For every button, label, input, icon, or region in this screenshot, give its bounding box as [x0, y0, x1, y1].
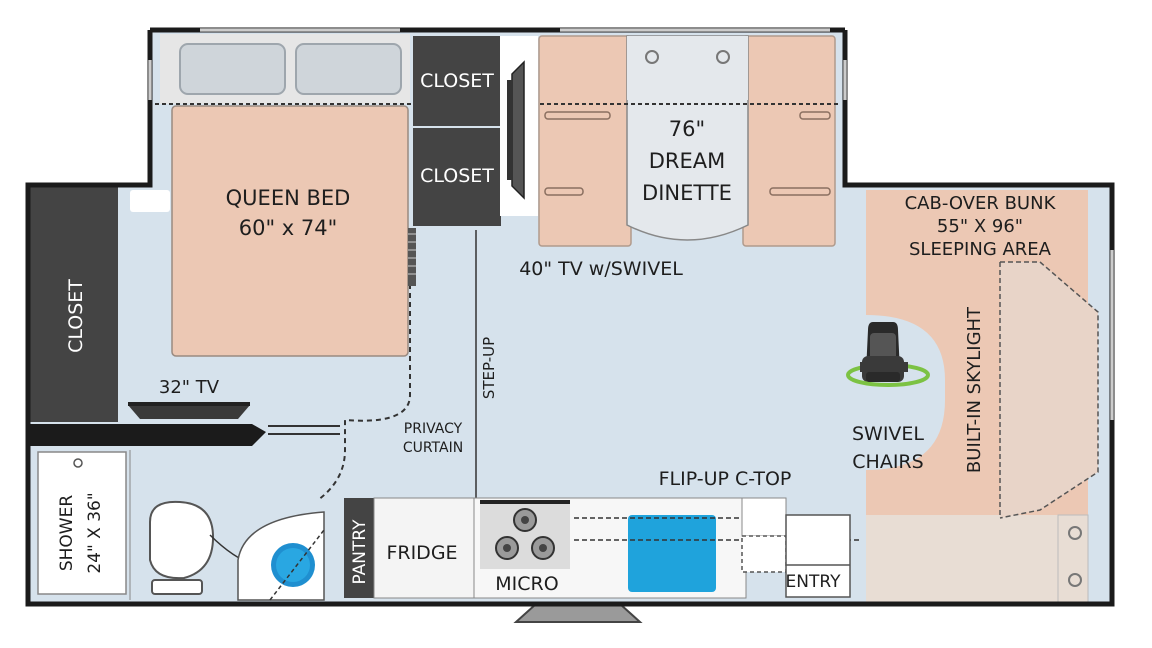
tv-32-icon — [128, 402, 250, 419]
flip-up-label: FLIP-UP C-TOP — [659, 468, 792, 490]
dinette-size-label: 76" — [669, 117, 705, 141]
entry-label: ENTRY — [786, 572, 842, 592]
fridge-label: FRIDGE — [386, 542, 457, 564]
queen-bed-label-2: 60" x 74" — [239, 216, 338, 240]
closet-side: CLOSET — [30, 186, 118, 422]
shower-label-2: 24" X 36" — [85, 492, 105, 573]
shower-drain-icon — [73, 458, 83, 468]
toilet-icon — [149, 500, 215, 595]
fridge: FRIDGE — [373, 497, 475, 599]
closet-top-1-label: CLOSET — [420, 70, 494, 92]
stove-burner-icon — [495, 508, 555, 560]
privacy-label-1: PRIVACY — [404, 421, 463, 437]
privacy-curtain-line — [317, 230, 411, 501]
closet-top-2-label: CLOSET — [420, 165, 494, 187]
tv-40-label: 40" TV w/SWIVEL — [519, 258, 683, 280]
sink-icon — [628, 515, 716, 592]
sink-icon — [271, 543, 315, 587]
cabover-title-label: CAB-OVER BUNK — [905, 193, 1057, 214]
bed-pillow-icon — [179, 43, 402, 95]
shower: SHOWER 24" X 36" — [37, 451, 127, 595]
swivel-label-2: CHAIRS — [852, 451, 923, 473]
tv-32-label: 32" TV — [159, 377, 220, 398]
cabover-area-label: SLEEPING AREA — [909, 239, 1052, 260]
queen-bed-label-1: QUEEN BED — [226, 186, 351, 210]
closet-top-2: CLOSET — [413, 128, 501, 226]
curtain-stack — [408, 228, 416, 286]
bathroom-wall — [30, 424, 340, 446]
cabover-size-label: 55" X 96" — [937, 216, 1023, 237]
pantry-label: PANTRY — [350, 519, 370, 585]
sink-vanity — [237, 511, 325, 601]
cab-over-bunk: CAB-OVER BUNK 55" X 96" SLEEPING AREA BU… — [866, 190, 1099, 604]
shower-label-1: SHOWER — [57, 495, 77, 572]
closet-side-label: CLOSET — [65, 279, 87, 353]
dinette-name-label-2: DINETTE — [642, 181, 732, 205]
tv-icon — [507, 60, 525, 200]
privacy-label-2: CURTAIN — [403, 440, 463, 456]
kitchen-counter: MICRO — [473, 497, 860, 599]
window-glass — [149, 29, 1113, 420]
entry-step: ENTRY — [785, 514, 851, 598]
captain-chair-icon — [846, 322, 930, 387]
swivel-label-1: SWIVEL — [852, 423, 924, 445]
micro-label: MICRO — [495, 573, 558, 595]
skylight-label: BUILT-IN SKYLIGHT — [964, 306, 985, 473]
dream-dinette: 76" DREAM DINETTE — [538, 35, 840, 247]
pantry: PANTRY — [344, 498, 374, 598]
closet-top-1: CLOSET — [413, 36, 501, 126]
exterior-tv-icon — [513, 603, 643, 623]
flip-up-counter: FLIP-UP C-TOP — [659, 468, 792, 573]
dinette-name-label-1: DREAM — [649, 149, 726, 173]
queen-bed — [130, 34, 412, 357]
step-up-label: STEP-UP — [480, 337, 498, 399]
